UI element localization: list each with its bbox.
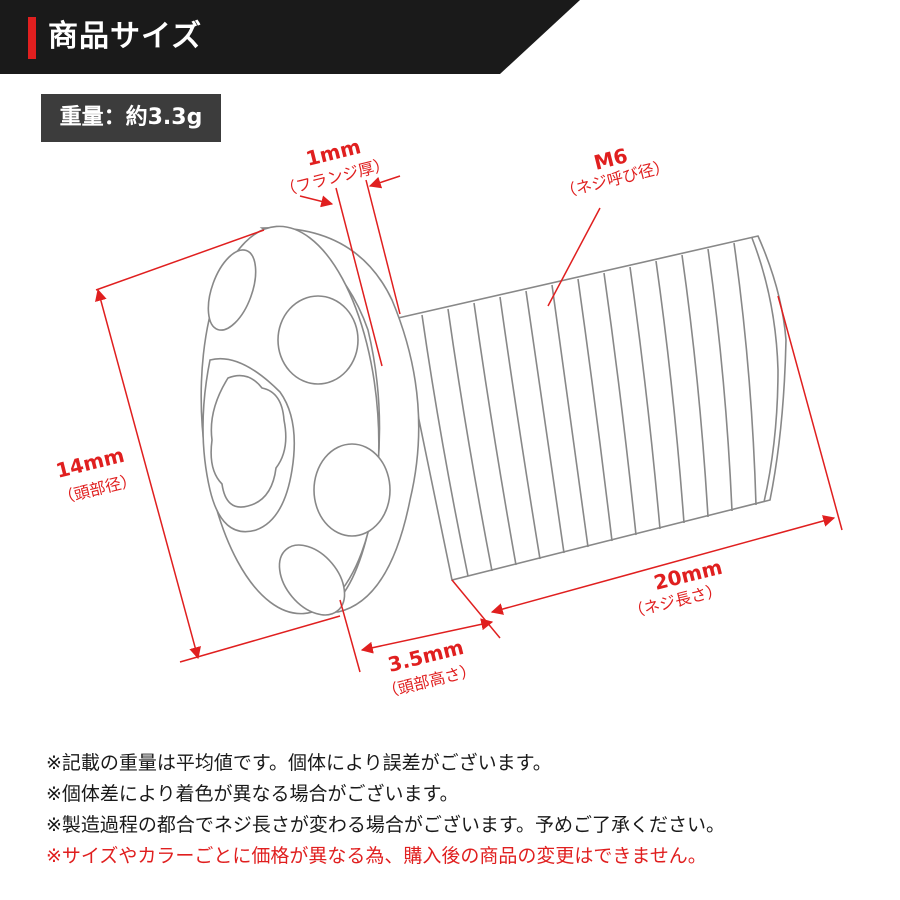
header-bar: 商品サイズ xyxy=(0,0,900,74)
header-title: 商品サイズ xyxy=(48,19,203,54)
warning-note: ※サイズやカラーごとに価格が異なる為、購入後の商品の変更はできません。 xyxy=(46,845,707,867)
thread-shaft xyxy=(394,235,787,581)
weight-label: 重量：約3.3g xyxy=(59,105,203,130)
header-background xyxy=(0,0,580,74)
note-line: ※記載の重量は平均値です。個体により誤差がございます。 xyxy=(46,752,552,774)
bolt-head-face xyxy=(200,225,391,616)
note-line: ※製造過程の都合でネジ長さが変わる場合がございます。予めご了承ください。 xyxy=(46,814,726,836)
header-accent-mark xyxy=(28,17,36,59)
bolt-diagram: 1mm （フランジ厚） M6 （ネジ呼び径） 14mm （頭部径） 20mm （… xyxy=(0,134,900,740)
bolt-illustration: 1mm （フランジ厚） M6 （ネジ呼び径） 14mm （頭部径） 20mm （… xyxy=(53,134,843,702)
dimension-lines xyxy=(95,175,843,673)
weight-badge: 重量：約3.3g xyxy=(41,94,221,142)
notes: ※記載の重量は平均値です。個体により誤差がございます。 ※個体差により着色が異な… xyxy=(46,748,876,872)
note-line: ※個体差により着色が異なる場合がございます。 xyxy=(46,783,459,805)
